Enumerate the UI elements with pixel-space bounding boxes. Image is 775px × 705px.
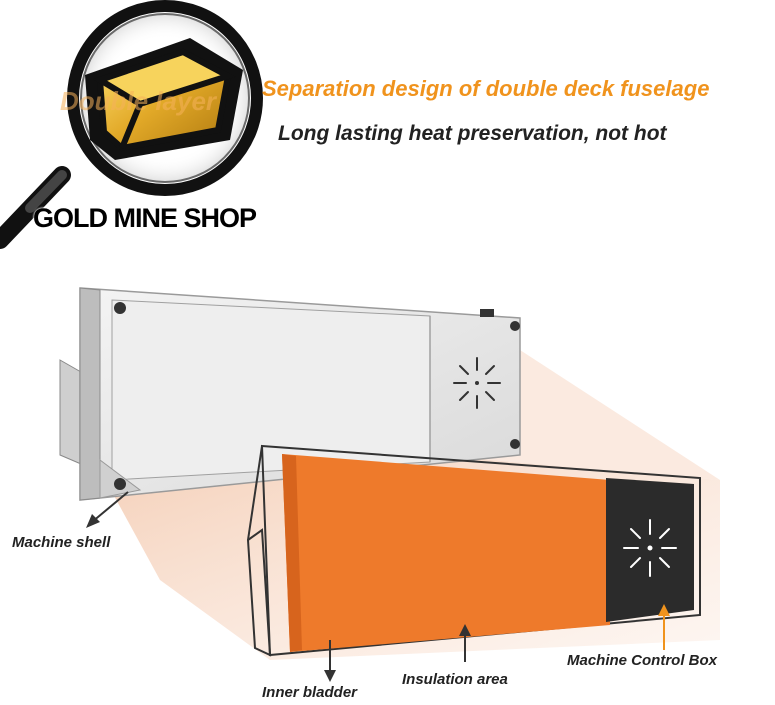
label-insulation-area: Insulation area	[402, 671, 508, 688]
label-machine-control-box: Machine Control Box	[567, 652, 718, 669]
arrow-inner-bladder	[324, 640, 336, 682]
arrow-machine-shell	[86, 491, 129, 528]
inner-frame	[246, 444, 701, 657]
callout-arrows	[86, 491, 670, 682]
header-ghost-text: Double layer	[60, 86, 217, 116]
arrow-control-box	[658, 604, 670, 650]
inner-bladder	[282, 454, 610, 652]
control-vent-icon	[623, 519, 677, 577]
label-machine-shell: Machine shell	[12, 534, 111, 551]
page-title: Separation design of double deck fuselag…	[262, 76, 710, 101]
magnifier-gold-bar-icon	[0, 0, 263, 249]
label-inner-bladder: Inner bladder	[262, 684, 358, 701]
arrow-insulation-area	[459, 624, 471, 662]
page-subtitle: Long lasting heat preservation, not hot	[278, 122, 667, 145]
brand-name: GOLD MINE SHOP	[33, 203, 257, 233]
shell-vent-icon	[453, 357, 501, 409]
machine-shell	[59, 287, 521, 501]
